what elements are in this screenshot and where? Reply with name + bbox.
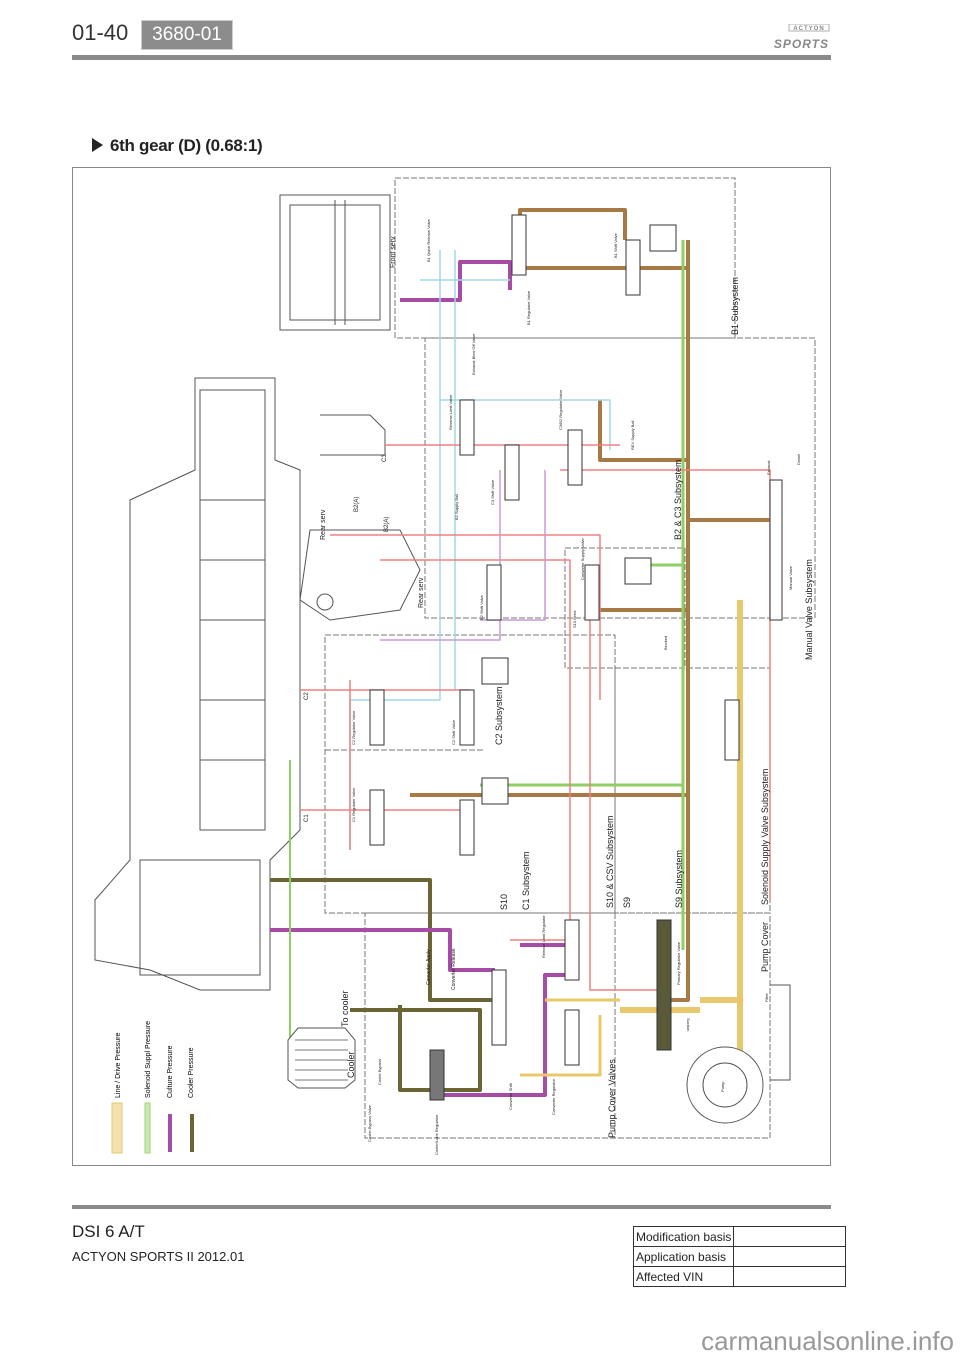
legend-swatch-culture — [168, 1114, 172, 1152]
table-row: Application basis — [632, 1246, 847, 1267]
basis-value — [733, 1246, 847, 1267]
hydraulic-circuit-diagram: B1 Subsystem B2 & C3 Subsystem Manual Va… — [94, 177, 816, 1155]
label-ssv-subsystem: Solenoid Supply Valve Subsystem — [760, 769, 770, 905]
label-b2c3-subsystem: B2 & C3 Subsystem — [673, 459, 683, 540]
hydraulic-lines — [270, 208, 771, 1110]
label-s9: S9 — [622, 897, 632, 908]
valve-symbols — [369, 214, 783, 1101]
section-code-badge: 3680-01 — [141, 20, 233, 50]
label-manual-valve-subsystem: Manual Valve Subsystem — [804, 559, 814, 660]
label-b2a-2: B2(A) — [384, 517, 390, 532]
label-b1-subsystem: B1 Subsystem — [730, 277, 740, 335]
label-s10: S10 — [499, 894, 509, 910]
legend-label-culture: Culture Pressure — [167, 1045, 174, 1098]
label-rear-serv-1: Rear serv — [320, 509, 327, 540]
legend-label-cooler: Cooler Pressure — [188, 1047, 195, 1098]
label-filter: Filter — [764, 992, 769, 1002]
label-b1-regulator-valve: B1 Regulator Valve — [526, 290, 531, 325]
label-c2-shift-valve: C2 Shift Valve — [451, 719, 456, 745]
label-converter-shift: Converter Shift — [508, 1082, 513, 1110]
label-rear-serv-2: Rear serv — [418, 577, 425, 608]
label-pump-cover-valves: Pump Cover Valves — [607, 1059, 617, 1138]
legend-swatch-solenoid — [144, 1102, 151, 1154]
label-blocked: Blocked — [663, 636, 668, 650]
cooler-fins — [295, 1039, 348, 1081]
table-row: Modification basis — [632, 1226, 847, 1247]
brand-small-text: ACTYON — [793, 26, 824, 32]
diagram-labels: B1 Subsystem B2 & C3 Subsystem Manual Va… — [304, 218, 814, 1155]
label-s10-csv-subsystem: S10 & CSV Subsystem — [605, 815, 615, 908]
label-b1-shift-valve: B1 Shift Valve — [613, 232, 618, 258]
basis-label: Modification basis — [632, 1226, 735, 1247]
legend-label-solenoid: Solenoid Suppl Pressure — [145, 1021, 152, 1098]
label-b2a-1: B2(A) — [354, 497, 360, 512]
label-exhaust: Exhaust — [766, 460, 771, 475]
label-c1: C1 — [304, 814, 310, 822]
pump-rotor — [702, 1062, 748, 1108]
legend: Line / Drive Pressure Solenoid Suppl Pre… — [111, 1021, 195, 1154]
label-cooler-lube-regulator: Cooler/Lube Regulator — [434, 1114, 439, 1155]
label-c2-regulator-valve: C2 Regulator Valve — [351, 710, 356, 745]
label-c1-regulator-valve: C1 Regulator Valve — [351, 787, 356, 822]
page-number: 01-40 — [72, 20, 129, 45]
watermark: carmanualsonline.info — [701, 1326, 954, 1356]
label-manual-valve: Manual Valve — [788, 565, 793, 590]
filter-icon — [770, 984, 791, 1081]
basis-value — [733, 1266, 847, 1287]
label-s9-subsystem: S9 Subsystem — [674, 850, 684, 908]
legend-swatch-line-drive — [111, 1102, 123, 1154]
label-b2-supply-ball: B2 Supply Ball — [454, 494, 459, 520]
label-suction: Suction — [686, 1018, 691, 1031]
label-primary-regulator-valve: Primary Regulator Valve — [676, 941, 681, 985]
label-dowel: Dowel — [796, 454, 801, 465]
brand-big-text: SPORTS — [774, 37, 829, 51]
label-c3-shift-valve: C3 Shift Valve — [490, 479, 495, 505]
label-c2-subsystem: C2 Subsystem — [494, 686, 504, 745]
header-divider — [72, 55, 831, 60]
footer-model: DSI 6 A/T — [72, 1222, 145, 1241]
label-pump-cover: Pump Cover — [760, 922, 770, 972]
label-converter-release: Converter Release — [451, 948, 457, 990]
diagram-frame — [72, 167, 831, 1166]
label-b2-shift-valve: B2 Shift Valve — [479, 594, 484, 620]
pump-icon — [686, 1046, 764, 1124]
label-converter-supply-valve: Converter Supply Valve — [580, 538, 585, 581]
cooler-icon — [287, 1027, 356, 1089]
label-exhaust-blow-off-valve: Exhaust Blow Off Valve — [471, 333, 476, 375]
basis-label: Affected VIN — [632, 1266, 735, 1287]
footer-divider — [72, 1205, 831, 1209]
legend-swatch-cooler — [190, 1114, 194, 1152]
legend-label-line-drive: Line / Drive Pressure — [115, 1033, 122, 1098]
table-row: Affected VIN — [632, 1266, 847, 1287]
label-release-limit-regulator: Release Limit Regulator — [541, 915, 546, 958]
section-title: 6th gear (D) (0.68:1) — [92, 136, 263, 156]
label-cooler-bypass-valve: Cooler Bypass Valve — [367, 1104, 372, 1142]
basis-table: Modification basis Application basis Aff… — [632, 1226, 847, 1287]
label-c3b2-regulator-valve: C3/B2 Regulator Valve — [558, 389, 563, 430]
label-c1-subsystem: C1 Subsystem — [521, 851, 531, 910]
transmission-cross-section — [94, 194, 421, 991]
label-rev-supply-ball: REV Supply Ball — [630, 421, 635, 450]
brand-logo: ACTYON SPORTS — [774, 24, 830, 51]
triangle-bullet-icon — [92, 138, 103, 152]
label-to-cooler: To cooler — [340, 990, 350, 1027]
label-pump: Pump — [720, 1081, 725, 1092]
label-reverse-limit-valve: Reverse Limit Valve — [448, 394, 453, 430]
label-converter-apply: Converter Apply — [426, 949, 432, 985]
label-b1-quick-release-valve: B1 Quick Release Valve — [426, 218, 431, 262]
label-c3: C3 — [382, 454, 388, 462]
label-front-serv: Front serv — [390, 236, 397, 268]
basis-label: Application basis — [632, 1246, 735, 1267]
label-s10-feed: S10 Feed — [572, 611, 577, 628]
label-cooler: Cooler — [346, 1051, 356, 1078]
label-c2: C2 — [304, 692, 310, 700]
basis-value — [733, 1226, 847, 1247]
label-cooler-bypass: Cooler Bypass — [377, 1059, 382, 1085]
footer-vehicle: ACTYON SPORTS II 2012.01 — [72, 1249, 245, 1264]
label-converter-regulator: Converter Regulator — [551, 1078, 556, 1115]
